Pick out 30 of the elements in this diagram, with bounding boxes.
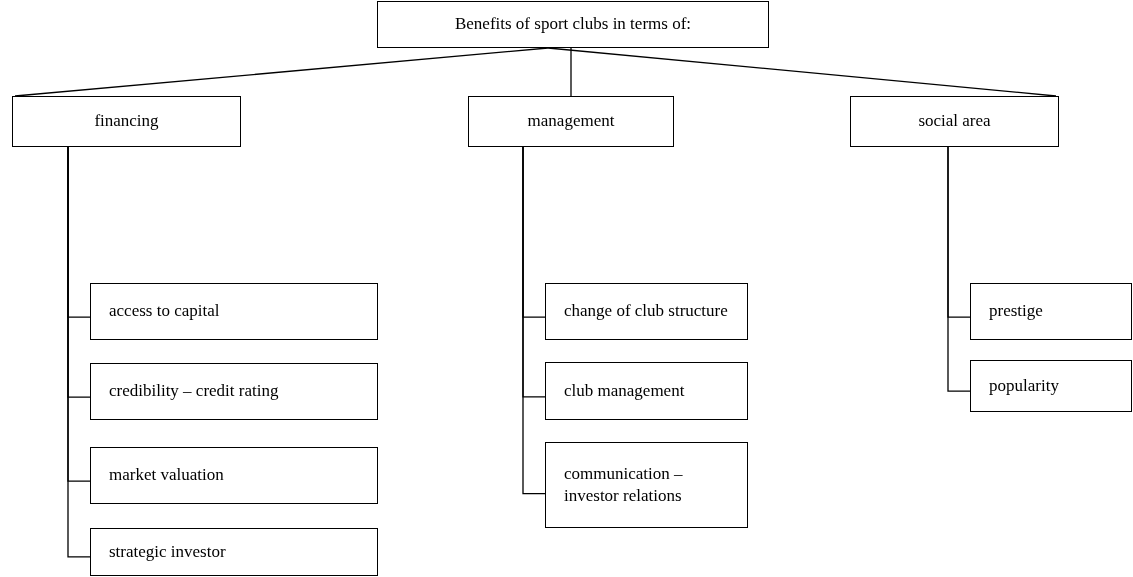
category-box: [545, 362, 748, 420]
connector-line: [67, 146, 91, 558]
box-label: credibility – credit rating: [109, 380, 279, 403]
box-label: prestige: [989, 300, 1043, 323]
box-label: access to capital: [109, 300, 220, 323]
box-label: popularity: [989, 374, 1059, 397]
box-label: communication – investor relations: [564, 462, 684, 507]
category-box: [90, 447, 378, 504]
category-box: [545, 442, 748, 528]
category-box: [850, 96, 1059, 147]
connector-line: [947, 146, 971, 392]
connector-line: [570, 47, 572, 97]
category-box: [90, 363, 378, 420]
category-box: [90, 528, 378, 576]
box-label: management: [527, 110, 615, 133]
box-label: change of club structure: [564, 300, 728, 323]
root-box: [377, 1, 769, 48]
category-box: [970, 283, 1132, 340]
category-box: [12, 96, 241, 147]
box-label: financing: [94, 110, 159, 133]
box-label: strategic investor: [109, 540, 226, 563]
category-box: [90, 283, 378, 340]
category-box: [468, 96, 674, 147]
category-box: [970, 360, 1132, 412]
category-box: [545, 283, 748, 340]
connector-line: [522, 146, 546, 495]
box-label: Benefits of sport clubs in terms of:: [454, 13, 692, 36]
box-label: market valuation: [109, 464, 224, 487]
box-label: social area: [918, 110, 991, 133]
box-label: club management: [564, 379, 685, 402]
